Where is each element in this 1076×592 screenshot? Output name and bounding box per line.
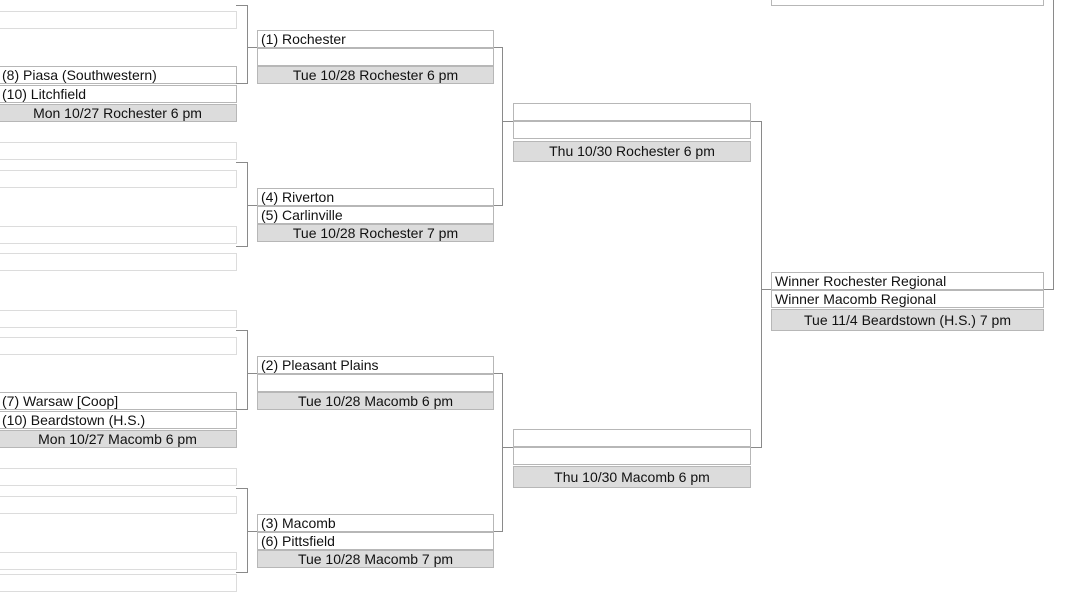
connector-line — [247, 47, 258, 48]
connector-line — [247, 205, 258, 206]
qf-m1-team1-slot: (1) Rochester — [257, 30, 494, 48]
qf-m4-team1-slot: (3) Macomb — [257, 514, 494, 532]
final-schedule: Tue 11/4 Beardstown (H.S.) 7 pm — [771, 309, 1044, 331]
qf-m3-team2-slot — [257, 374, 494, 392]
r1-m2-team1-slot: (8) Piasa (Southwestern) — [0, 66, 237, 84]
qf-m1-team2-slot — [257, 48, 494, 66]
r1-m8-team1-slot — [0, 552, 237, 570]
connector-line — [247, 488, 248, 573]
r1-m5-team2-slot — [0, 337, 237, 355]
connector-line — [751, 447, 762, 448]
connector-line — [236, 246, 248, 247]
connector-line — [236, 330, 248, 331]
connector-line — [236, 572, 248, 573]
top-right-slot — [771, 0, 1044, 6]
qf-m3-team1-slot: (2) Pleasant Plains — [257, 356, 494, 374]
connector-line — [751, 121, 762, 122]
connector-line — [494, 47, 503, 48]
qf-m4-schedule: Tue 10/28 Macomb 7 pm — [257, 550, 494, 568]
connector-line — [494, 373, 503, 374]
r1-m6-schedule: Mon 10/27 Macomb 6 pm — [0, 430, 237, 448]
sf-m1-schedule: Thu 10/30 Rochester 6 pm — [513, 141, 751, 162]
sf-m1-team2-slot — [513, 121, 751, 139]
connector-line — [236, 488, 248, 489]
r1-m7-team2-slot — [0, 496, 237, 514]
connector-line — [502, 447, 514, 448]
r1-m2-team2-slot: (10) Litchfield — [0, 85, 237, 103]
connector-line — [1053, 0, 1054, 290]
r1-m4-team2-slot — [0, 253, 237, 271]
connector-line — [502, 373, 503, 532]
connector-line — [247, 5, 248, 84]
qf-m2-team1-slot: (4) Riverton — [257, 188, 494, 206]
connector-line — [502, 47, 503, 206]
qf-m4-team2-slot: (6) Pittsfield — [257, 532, 494, 550]
r1-m3-team1-slot — [0, 142, 237, 160]
final-team1-slot: Winner Rochester Regional — [771, 272, 1044, 290]
connector-line — [494, 205, 503, 206]
connector-line — [236, 5, 248, 6]
sf-m2-team1-slot — [513, 429, 751, 447]
r1-m7-team1-slot — [0, 468, 237, 486]
r1-m2-schedule: Mon 10/27 Rochester 6 pm — [0, 104, 237, 122]
connector-line — [1044, 289, 1054, 290]
qf-m2-team2-slot: (5) Carlinville — [257, 206, 494, 224]
r1-m6-team2-slot: (10) Beardstown (H.S.) — [0, 411, 237, 429]
sf-m2-schedule: Thu 10/30 Macomb 6 pm — [513, 466, 751, 488]
sf-m2-team2-slot — [513, 447, 751, 465]
r1-m8-team2-slot — [0, 574, 237, 592]
connector-line — [236, 409, 248, 410]
qf-m3-schedule: Tue 10/28 Macomb 6 pm — [257, 392, 494, 410]
connector-line — [247, 373, 258, 374]
connector-line — [502, 121, 514, 122]
r1-m6-team1-slot: (7) Warsaw [Coop] — [0, 392, 237, 410]
qf-m1-schedule: Tue 10/28 Rochester 6 pm — [257, 66, 494, 84]
connector-line — [236, 83, 248, 84]
r1-m3-team2-slot — [0, 170, 237, 188]
connector-line — [761, 121, 762, 448]
connector-line — [761, 289, 771, 290]
connector-line — [247, 162, 248, 247]
r1-m1-team2-slot — [0, 11, 237, 29]
connector-line — [236, 162, 248, 163]
r1-m4-team1-slot — [0, 226, 237, 244]
final-team2-slot: Winner Macomb Regional — [771, 290, 1044, 308]
r1-m5-team1-slot — [0, 310, 237, 328]
connector-line — [247, 531, 258, 532]
connector-line — [494, 531, 503, 532]
connector-line — [247, 330, 248, 410]
sf-m1-team1-slot — [513, 103, 751, 121]
qf-m2-schedule: Tue 10/28 Rochester 7 pm — [257, 224, 494, 242]
